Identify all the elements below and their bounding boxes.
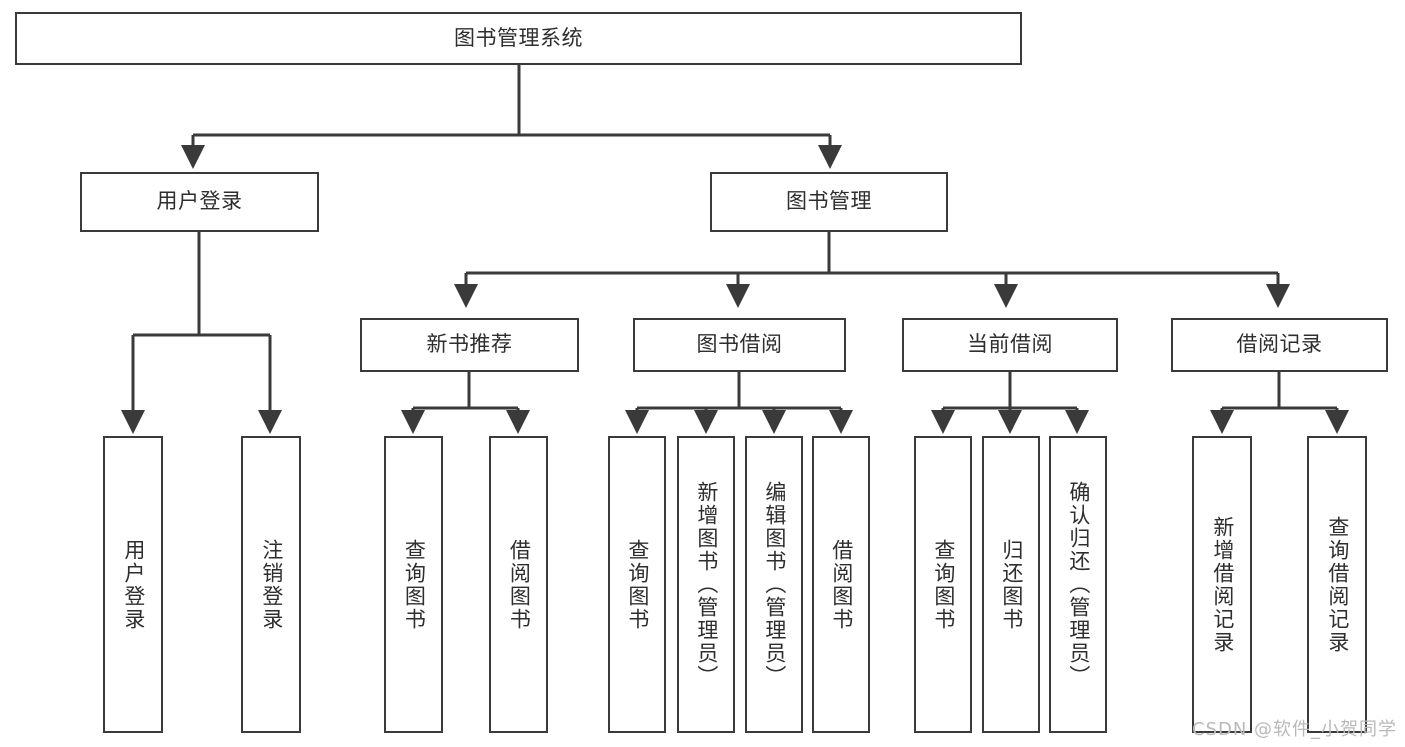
node-label: 归还图书 (999, 538, 1024, 631)
node-label: 借阅图书 (507, 538, 532, 631)
node-leaf-add-record[interactable]: 新增借阅记录 (1192, 436, 1252, 733)
node-root-book-management-system[interactable]: 图书管理系统 (15, 12, 1022, 65)
node-new-book-recommend[interactable]: 新书推荐 (360, 318, 579, 372)
node-current-borrow[interactable]: 当前借阅 (902, 318, 1118, 372)
node-label: 图书借阅 (696, 332, 783, 357)
node-label: 查询图书 (625, 538, 650, 631)
node-label: 图书管理 (786, 189, 872, 214)
node-user-login[interactable]: 用户登录 (80, 172, 319, 232)
node-label: 查询图书 (931, 538, 956, 631)
node-leaf-borrow-book-2[interactable]: 借阅图书 (812, 436, 870, 733)
node-leaf-query-book-3[interactable]: 查询图书 (914, 436, 972, 733)
node-label: 查询借阅记录 (1325, 515, 1350, 654)
node-label: 新书推荐 (426, 332, 513, 357)
node-label: 编辑图书（管理员） (762, 481, 787, 688)
node-book-management[interactable]: 图书管理 (710, 172, 948, 232)
node-leaf-borrow-book-1[interactable]: 借阅图书 (489, 436, 548, 733)
node-label: 图书管理系统 (454, 25, 583, 50)
node-leaf-edit-book[interactable]: 编辑图书（管理员） (745, 436, 803, 733)
node-leaf-return-book[interactable]: 归还图书 (982, 436, 1040, 733)
node-leaf-add-book[interactable]: 新增图书（管理员） (677, 436, 735, 733)
node-label: 新增图书（管理员） (694, 481, 719, 688)
node-leaf-logout-login[interactable]: 注销登录 (241, 436, 301, 733)
node-leaf-user-login[interactable]: 用户登录 (103, 436, 163, 733)
node-leaf-confirm-return[interactable]: 确认归还（管理员） (1049, 436, 1107, 733)
node-label: 借阅图书 (829, 538, 854, 631)
node-leaf-query-book-1[interactable]: 查询图书 (384, 436, 443, 733)
node-label: 用户登录 (121, 538, 146, 631)
node-borrow-record[interactable]: 借阅记录 (1171, 318, 1388, 372)
node-leaf-query-book-2[interactable]: 查询图书 (608, 436, 666, 733)
node-book-borrow[interactable]: 图书借阅 (633, 318, 846, 372)
node-label: 确认归还（管理员） (1066, 481, 1091, 688)
node-label: 借阅记录 (1236, 332, 1323, 357)
node-leaf-query-record[interactable]: 查询借阅记录 (1307, 436, 1367, 733)
node-label: 当前借阅 (967, 332, 1053, 357)
node-label: 查询图书 (402, 538, 427, 631)
node-label: 注销登录 (259, 538, 284, 631)
node-label: 用户登录 (156, 189, 243, 214)
node-label: 新增借阅记录 (1210, 515, 1235, 654)
